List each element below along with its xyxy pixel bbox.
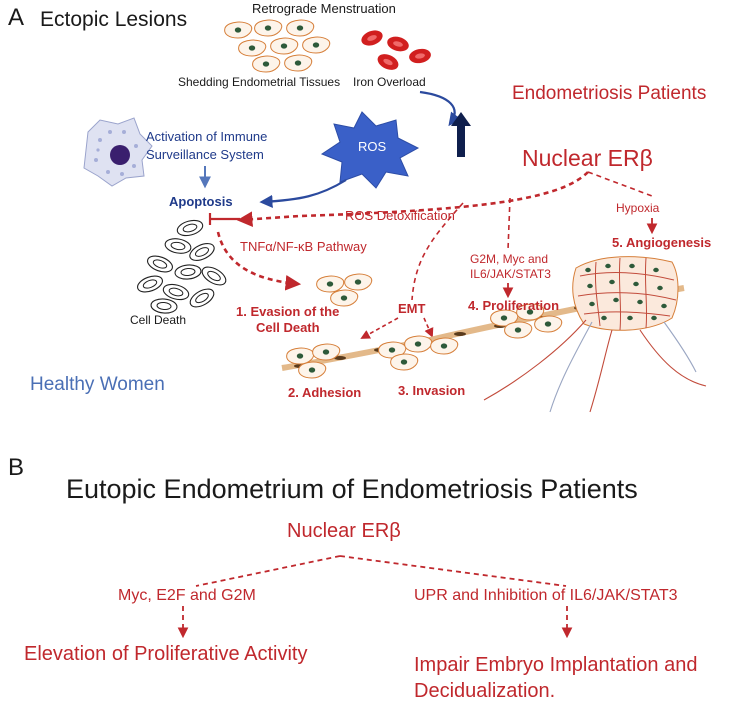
nuclear-erb-label: Nuclear ERβ (522, 145, 653, 171)
panel-b-letter: B (8, 454, 25, 481)
right-outcome-line2: Decidualization. (414, 680, 556, 702)
ros-burst-icon (320, 111, 420, 189)
iron-label: Iron Overload (353, 75, 426, 89)
tnf-label: TNFα/NF-κB Pathway (240, 239, 367, 254)
invasion-label: 3. Invasion (398, 383, 466, 398)
angiogenesis-label: 5. Angiogenesis (612, 235, 712, 250)
retrograde-label: Retrograde Menstruation (252, 1, 396, 16)
g2m-label-line2: IL6/JAK/STAT3 (470, 267, 551, 281)
panel-a-letter: A (8, 4, 25, 31)
ros-detox-label: ROS Detoxification (345, 208, 455, 223)
panel-b-nuclear-erb: Nuclear ERβ (287, 520, 401, 542)
up-arrow-icon (451, 112, 471, 157)
red-blood-cells-icon (359, 27, 433, 73)
right-branch-label: UPR and Inhibition of IL6/JAK/STAT3 (414, 587, 678, 604)
evasion-cells-icon (316, 273, 373, 307)
evasion-label-line1: 1. Evasion of the (236, 304, 340, 319)
emt-label: EMT (398, 301, 426, 316)
hypoxia-label: Hypoxia (616, 201, 660, 215)
adhesion-label: 2. Adhesion (288, 385, 362, 400)
panel-a-title: Ectopic Lesions (40, 8, 188, 31)
immune-label-line1: Activation of Immune (146, 129, 268, 144)
ros-label: ROS (358, 139, 387, 154)
proliferation-label: 4. Proliferation (468, 298, 560, 313)
g2m-label-line1: G2M, Myc and (470, 252, 549, 266)
left-outcome-label: Elevation of Proliferative Activity (24, 643, 308, 665)
apoptosis-label: Apoptosis (169, 194, 233, 209)
healthy-women-label: Healthy Women (30, 374, 165, 395)
left-branch-label: Myc, E2F and G2M (118, 587, 256, 604)
macrophage-icon (83, 117, 153, 187)
panel-b-title: Eutopic Endometrium of Endometriosis Pat… (66, 474, 638, 504)
patients-label: Endometriosis Patients (512, 83, 707, 104)
shedding-label: Shedding Endometrial Tissues (178, 75, 341, 89)
endometrial-cells-icon (224, 19, 331, 73)
evasion-label-line2: Cell Death (256, 320, 320, 335)
lesion-mass-icon (483, 256, 707, 413)
right-outcome-line1: Impair Embryo Implantation and (414, 654, 698, 676)
immune-label-line2: Surveillance System (146, 147, 264, 162)
cell-death-label: Cell Death (130, 313, 187, 327)
dead-cells-icon (134, 217, 230, 315)
